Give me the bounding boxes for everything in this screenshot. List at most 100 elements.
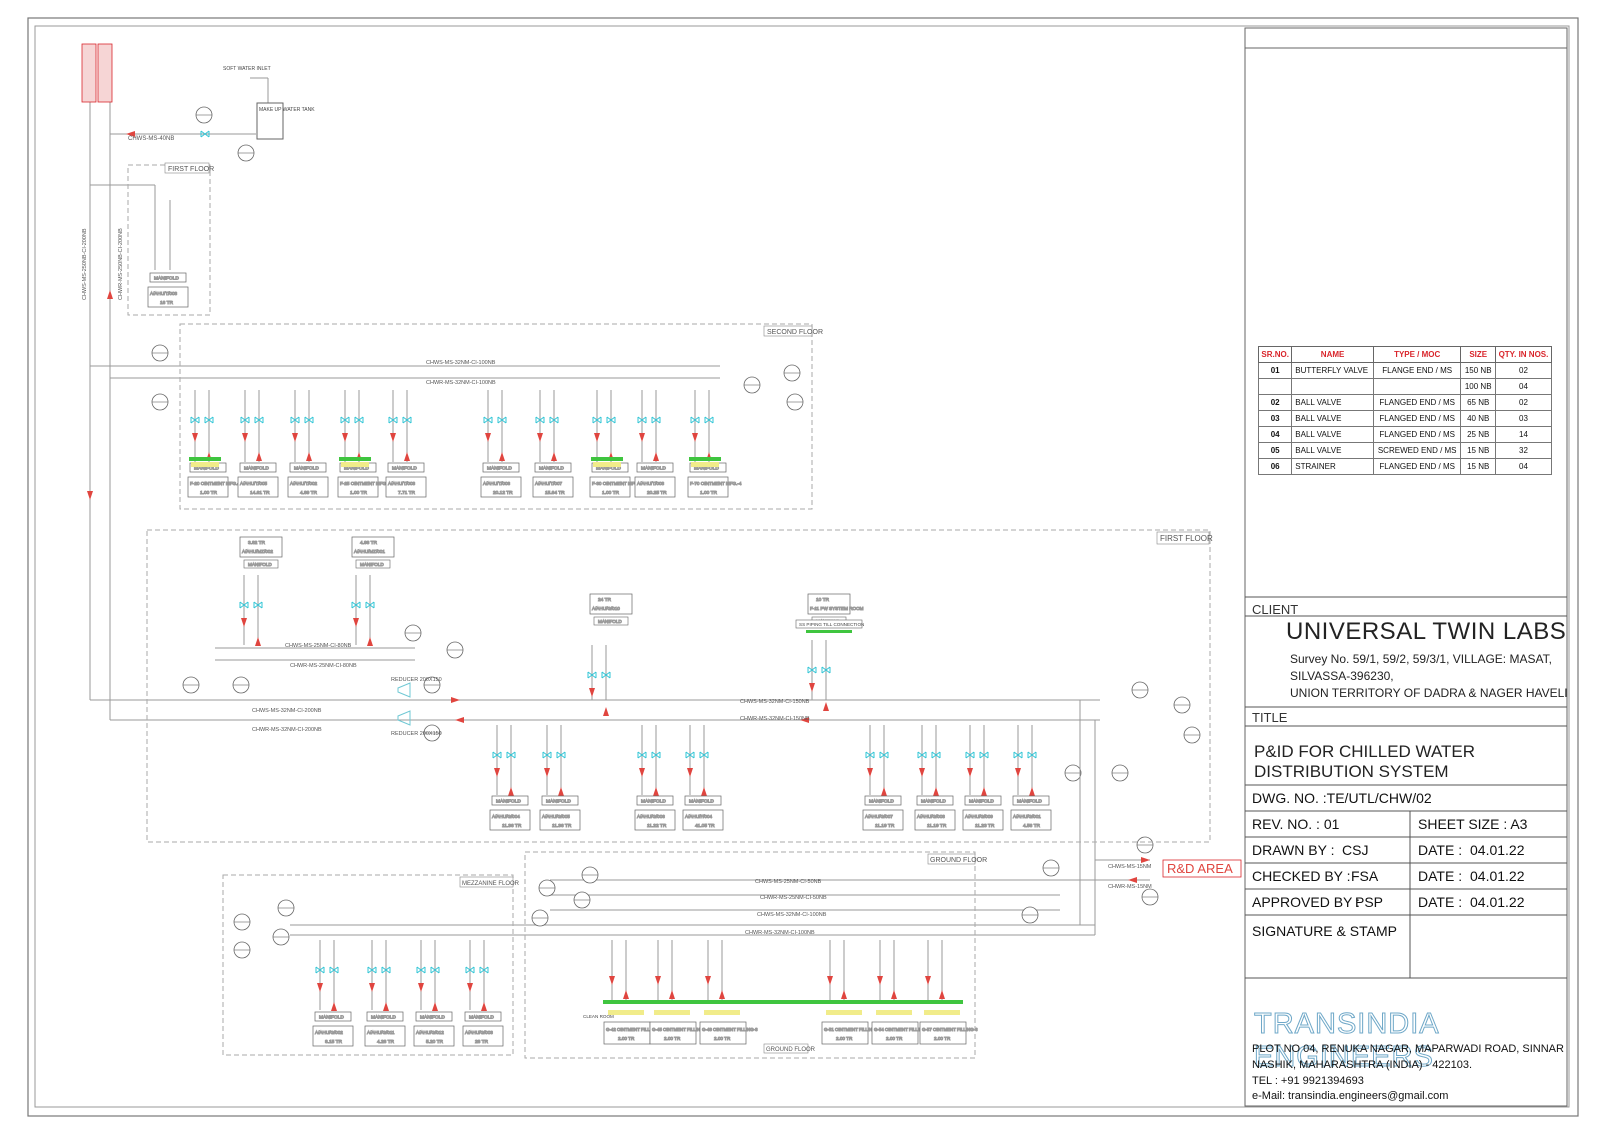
branch-flow-arrow (687, 768, 693, 777)
equipment-tag: G-45 OINTMENT FILLING-2 (652, 1027, 708, 1032)
ground-flow-arrow (669, 990, 675, 999)
branch-valve-icon (204, 416, 214, 424)
clean-room-bar (689, 457, 721, 461)
rd-area-label: R&D AREA (1167, 861, 1233, 876)
branch-flow-arrow (809, 683, 815, 692)
equipment-tag: A/AHU/T/006 (483, 481, 511, 486)
manifold-label: MANIFOLD (344, 466, 369, 472)
drawing-number: DWG. NO. :TE/UTL/CHW/02 (1252, 790, 1432, 806)
equipment-capacity: 20.12 TR (493, 490, 513, 496)
branch-flow-arrow (467, 983, 473, 992)
branch-valve-icon (879, 751, 889, 759)
ground-flow-arrow (719, 990, 725, 999)
equipment-box (914, 809, 956, 831)
equipment-capacity: 1.00 TR (602, 490, 620, 496)
equipment-box (489, 809, 531, 831)
manifold-box (387, 462, 425, 473)
manifold-box (636, 462, 674, 473)
ground-flow-arrow (925, 976, 931, 985)
reducer-2 (397, 710, 411, 726)
branch-flow-arrow (306, 452, 312, 461)
branch-valve-icon (651, 751, 661, 759)
branch-valve-icon (587, 671, 597, 679)
manifold-label: MANIFOLD (360, 562, 384, 567)
ground-unit: G-48 OINTMENT FILLING-32.00 TR (699, 1021, 759, 1045)
manifold-box (314, 1011, 352, 1022)
drawing-title-2: DISTRIBUTION SYSTEM (1254, 762, 1449, 781)
equipment-capacity: 4.89 TR (300, 490, 318, 496)
branch-valve-icon (690, 416, 700, 424)
equipment-capacity: 15.64 TR (545, 490, 565, 496)
signature-stamp-label: SIGNATURE & STAMP (1252, 923, 1397, 939)
bom-cell-size: 15 NB (1460, 442, 1496, 459)
equipment-tag: F-11 PW SYSTEM ROOM (810, 606, 864, 611)
revision-number: REV. NO. : 01 (1252, 816, 1340, 832)
manifold-label: MANIFOLD (546, 799, 571, 805)
branch-flow-arrow (353, 618, 359, 627)
clean-room-label: CLEAN ROOM (583, 1014, 614, 1019)
title-label: TITLE (1252, 710, 1288, 725)
manifold-box (239, 462, 277, 473)
firm-telephone: TEL : +91 9921394693 (1252, 1075, 1364, 1087)
pipe-label: CHWR-MS-25NM-CI-50NB (760, 895, 827, 901)
ss-piping-box (795, 619, 863, 629)
branch-valve-icon (354, 416, 364, 424)
branch-flow-arrow (342, 433, 348, 442)
manifold-label: MANIFOLD (294, 466, 319, 472)
branch-flow-arrow (192, 433, 198, 442)
branch-flow-arrow (967, 768, 973, 777)
branch-valve-icon (388, 416, 398, 424)
bom-cell-qty: 02 (1494, 394, 1553, 411)
ground-unit: G-42 OINTMENT FILLING-12.00 TR (603, 1021, 663, 1045)
first-floor-flow-arrow (455, 717, 464, 723)
ground-clean-room-bar (603, 1000, 963, 1004)
equipment-capacity: 2.00 TR (664, 1036, 681, 1041)
equipment-box (862, 809, 904, 831)
ground-flow-arrow (891, 990, 897, 999)
branch-valve-icon (685, 751, 695, 759)
firm-email: e-Mail: transindia.engineers@gmail.com (1252, 1090, 1449, 1102)
approved-date-label: DATE : (1418, 894, 1463, 910)
equipment-box (821, 1021, 869, 1045)
branch-valve-icon (365, 601, 375, 609)
manifold-label: MANIFOLD (194, 466, 219, 472)
equipment-capacity: 24 TR (598, 597, 612, 603)
ground-unit: G-54 OINTMENT FILLING-52.00 TR (871, 1021, 931, 1045)
client-address-2: SILVASSA-396230, (1290, 669, 1394, 683)
branch-valve-icon (1013, 751, 1023, 759)
outer-border (27, 17, 1579, 1117)
floor-label-mezzanine: MEZZANINE FLOOR (462, 881, 520, 887)
equipment-box (413, 1025, 455, 1047)
floor-label-ground-bottom: GROUND FLOOR (766, 1047, 816, 1053)
branch-flow-arrow (242, 433, 248, 442)
bom-cell-type: FLANGED END / MS (1372, 410, 1462, 427)
makeup-valve-icon (200, 130, 210, 138)
branch-flow-arrow (981, 787, 987, 796)
branch-flow-arrow (317, 983, 323, 992)
equipment-tag: G-54 OINTMENT FILLING-5 (874, 1027, 930, 1032)
branch-valve-icon (556, 751, 566, 759)
title-block-frame (1244, 27, 1568, 1107)
equipment-box (962, 809, 1004, 831)
pipe-label: CHWR-MS-25NM-CI-80NB (290, 663, 357, 669)
branch-flow-arrow (639, 433, 645, 442)
equipment-box (364, 1025, 406, 1047)
filling-unit-bar (924, 1010, 960, 1015)
clean-room-bar (806, 630, 852, 633)
drawn-date-label: DATE : (1418, 842, 1463, 858)
filling-unit-bar (608, 1010, 644, 1015)
equipment-box (634, 476, 676, 498)
approved-date-value: 04.01.22 (1470, 894, 1525, 910)
branch-valve-icon (402, 416, 412, 424)
equipment-box (682, 809, 724, 831)
manifold-label: MANIFOLD (689, 799, 714, 805)
